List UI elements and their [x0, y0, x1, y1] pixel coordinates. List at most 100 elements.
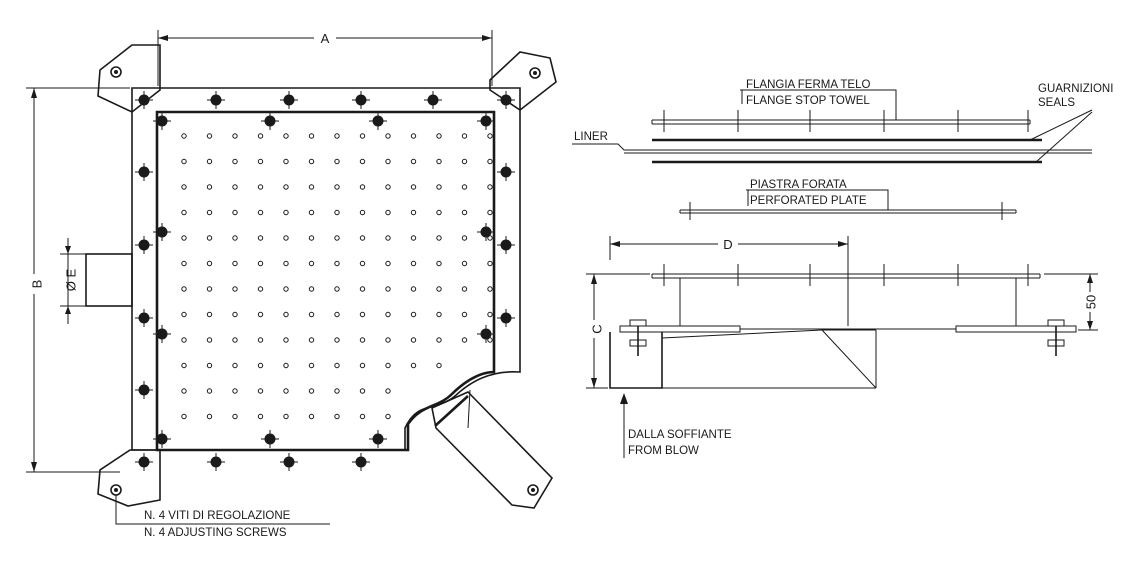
- perforation-hole: [410, 133, 417, 139]
- perforation-hole: [487, 337, 493, 343]
- dim-b-label: B: [29, 280, 44, 289]
- bolt-icon: [477, 112, 495, 130]
- bolt-icon: [352, 91, 370, 109]
- perforation-hole: [283, 260, 289, 267]
- perforation-hole: [232, 286, 238, 292]
- perforation-hole: [283, 235, 289, 241]
- perforation-hole: [410, 337, 417, 343]
- perforation-hole: [487, 158, 493, 165]
- perforation-hole: [206, 388, 213, 394]
- perforation-hole: [359, 311, 366, 318]
- perforation-hole: [308, 209, 315, 216]
- bolt-icon: [424, 91, 442, 109]
- perforation-hole: [181, 158, 187, 165]
- perforation-hole: [385, 337, 391, 343]
- perforation-hole: [410, 209, 417, 216]
- bolt-icon: [497, 91, 515, 109]
- bolt-icon: [369, 112, 387, 130]
- blower-label-it: DALLA SOFFIANTE: [628, 429, 732, 441]
- bolt-icon: [135, 309, 153, 327]
- perforation-hole: [436, 209, 442, 216]
- lug-hole-icon: [527, 484, 539, 496]
- perforation-hole: [487, 184, 493, 190]
- dim-e-label: Ø E: [63, 268, 78, 291]
- perforation-hole: [461, 184, 468, 190]
- bolt-icon: [153, 112, 171, 130]
- perforation-hole: [181, 286, 187, 292]
- perforation-hole: [206, 362, 213, 369]
- perforation-hole: [436, 133, 442, 139]
- perforation-hole: [487, 133, 493, 139]
- perforation-hole: [283, 286, 289, 292]
- perforation-hole: [385, 286, 391, 292]
- bolt-icon: [280, 453, 298, 471]
- perforation-hole: [385, 413, 391, 420]
- perforation-hole: [410, 311, 417, 318]
- perforation-hole: [359, 158, 366, 165]
- perforation-hole: [334, 413, 340, 420]
- perforation-hole: [436, 362, 442, 369]
- perforation-hole: [232, 337, 238, 343]
- perforation-hole: [334, 133, 340, 139]
- perforation-hole: [257, 311, 264, 318]
- perforation-hole: [487, 311, 493, 318]
- perforation-hole: [232, 362, 238, 369]
- corner-lug-top-left: [97, 44, 161, 113]
- perforation-hole: [206, 158, 213, 165]
- perforation-hole: [257, 413, 264, 420]
- bolt-icon: [497, 309, 515, 327]
- perforation-hole: [334, 388, 340, 394]
- plate-label-en: PERFORATED PLATE: [750, 195, 867, 207]
- perforation-hole: [232, 235, 238, 241]
- perforation-hole: [206, 260, 213, 267]
- dim-c-label: C: [589, 324, 604, 333]
- perforation-hole: [283, 337, 289, 343]
- perforation-hole: [206, 133, 213, 139]
- perforation-hole: [257, 286, 264, 292]
- perforation-hole: [206, 235, 213, 241]
- perforation-hole: [385, 388, 391, 394]
- bolt-assembly-left: [629, 319, 647, 356]
- perforation-hole: [385, 133, 391, 139]
- perforation-hole: [308, 133, 315, 139]
- perforation-hole: [410, 158, 417, 165]
- perforation-hole: [283, 413, 289, 420]
- perforation-hole: [461, 260, 468, 267]
- perforation-hole: [232, 158, 238, 165]
- perforation-hole: [359, 209, 366, 216]
- perforation-hole: [257, 184, 264, 190]
- perforation-hole: [359, 133, 366, 139]
- liner-label: LINER: [574, 131, 608, 143]
- perforation-hole: [385, 311, 391, 318]
- bolt-icon: [477, 325, 495, 343]
- bolt-icon: [280, 91, 298, 109]
- perforation-hole: [334, 209, 340, 216]
- bolt-icon: [261, 430, 279, 448]
- bolt-icon: [135, 91, 153, 109]
- perforation-hole: [334, 158, 340, 165]
- exploded-section: FLANGIA FERMA TELO FLANGE STOP TOWEL GUA…: [572, 79, 1113, 220]
- inlet-pipe: Ø E: [60, 238, 133, 324]
- perforation-hole: [232, 260, 238, 267]
- perforation-hole: [308, 235, 315, 241]
- perforation-hole: [206, 311, 213, 318]
- perforation-hole: [385, 235, 391, 241]
- outer-frame: [131, 87, 521, 451]
- perforation-hole: [181, 388, 187, 394]
- perforation-hole: [461, 337, 468, 343]
- flange-label-en: FLANGE STOP TOWEL: [746, 95, 870, 107]
- screws-label-it: N. 4 VITI DI REGOLAZIONE: [144, 510, 291, 522]
- perforation-hole: [487, 235, 493, 241]
- perforation-hole: [206, 337, 213, 343]
- perforation-hole: [308, 260, 315, 267]
- perforation-hole: [308, 362, 315, 369]
- perforation-hole: [181, 362, 187, 369]
- corner-lug-bottom-left: [97, 449, 161, 507]
- perforation-hole: [359, 286, 366, 292]
- perforation-hole: [410, 286, 417, 292]
- lug-hole-icon: [110, 66, 122, 78]
- perforation-hole: [359, 260, 366, 267]
- perforation-hole: [206, 413, 213, 420]
- perforation-hole: [181, 337, 187, 343]
